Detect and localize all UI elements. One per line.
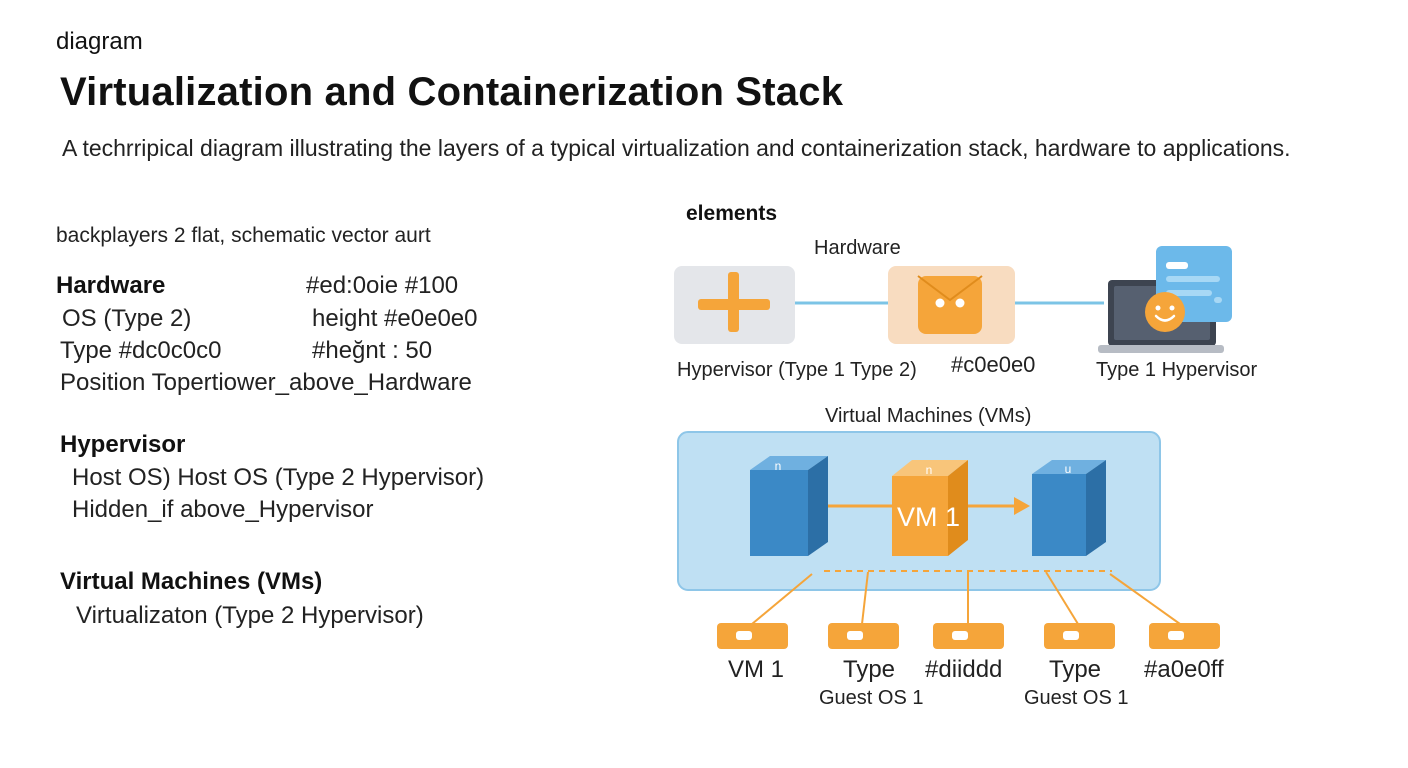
laptop-icon — [1098, 246, 1232, 353]
vm-center-label: VM 1 — [897, 502, 961, 532]
guest-label-2: Type — [843, 656, 896, 683]
guest-label-1: VM 1 — [728, 656, 785, 683]
hardware-row-2-left: Type #dc0c0c0 — [60, 337, 222, 364]
vm-section-label: Virtual Machines (VMs) — [825, 405, 1032, 427]
vm-cube: n — [892, 460, 968, 556]
svg-text:n: n — [926, 463, 933, 477]
top-label-right: Type 1 Hypervisor — [1096, 359, 1258, 381]
smiley-icon — [1145, 292, 1185, 332]
hypervisor-line-1: Host OS) Host OS (Type 2 Hypervisor) — [72, 464, 485, 491]
plus-icon — [698, 272, 770, 332]
guest-label-5: #a0e0ff — [1144, 656, 1224, 683]
hardware-heading: Hardware — [56, 272, 166, 299]
server-cube-icon-left: n — [750, 456, 828, 556]
guest-label-3: #diiddd — [925, 656, 1003, 683]
svg-text:u: u — [1065, 462, 1072, 476]
guest-chips — [717, 623, 1220, 649]
guest-label-4: Type — [1049, 656, 1102, 683]
hardware-row-1-right: height #e0e0e0 — [312, 305, 478, 332]
face-icon — [917, 275, 983, 334]
hardware-row-2-right: #heğnt : 50 — [312, 337, 433, 364]
vms-line-1: Virtualizaton (Type 2 Hypervisor) — [76, 602, 424, 629]
hypervisor-heading: Hypervisor — [60, 431, 186, 458]
svg-text:n: n — [775, 459, 782, 473]
style-note: backplayers 2 flat, schematic vector aur… — [56, 224, 431, 247]
elements-heading: elements — [686, 202, 778, 225]
hypervisor-line-2: Hidden_if above_Hypervisor — [72, 496, 374, 523]
page-subtitle: A techrripical diagram illustrating the … — [62, 135, 1291, 161]
hardware-heading-value: #ed:0oie #100 — [306, 272, 459, 299]
page-title: Virtualization and Containerization Stac… — [60, 70, 844, 114]
diagram-kicker: diagram — [56, 28, 143, 55]
hardware-label: Hardware — [814, 237, 901, 259]
vms-heading: Virtual Machines (VMs) — [60, 568, 323, 595]
guest-sublabel-2: Guest OS 1 — [819, 687, 924, 709]
plus-card — [674, 266, 795, 344]
hardware-row-3-left: Position Topertiower_above_Hardware — [60, 369, 472, 396]
guest-connectors — [751, 571, 1181, 625]
server-cube-icon-right: u — [1032, 460, 1106, 556]
top-label-middle: #c0e0e0 — [951, 352, 1036, 377]
top-label-left: Hypervisor (Type 1 Type 2) — [677, 359, 917, 381]
guest-sublabel-4: Guest OS 1 — [1024, 687, 1129, 709]
face-card — [888, 266, 1015, 344]
hardware-row-1-left: OS (Type 2) — [62, 305, 192, 332]
